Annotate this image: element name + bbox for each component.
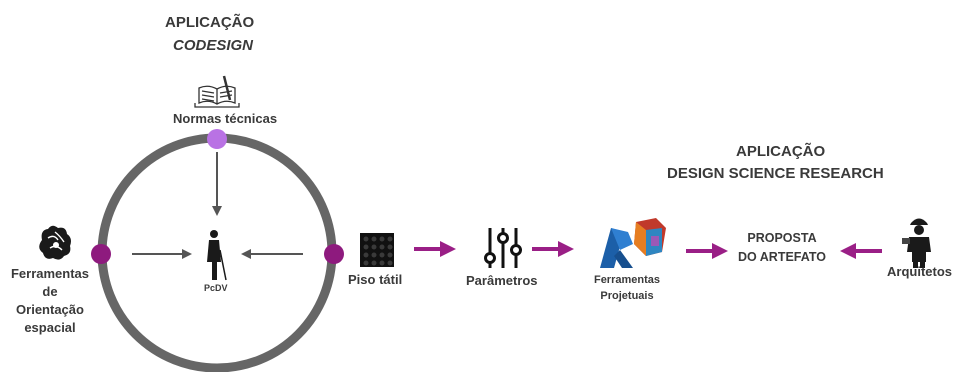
label-arquitetos: Arquitetos <box>887 264 952 279</box>
node-orientacao <box>91 244 111 264</box>
tactile-tile-icon <box>360 233 394 267</box>
label-proposta: PROPOSTA DO ARTEFATO <box>738 231 826 264</box>
label-normas: Normas técnicas <box>173 111 278 126</box>
worker-icon <box>902 218 931 268</box>
dsr-title-line1: APLICAÇÃO <box>736 143 826 160</box>
codesign-title-line1: APLICAÇÃO <box>165 14 255 31</box>
label-ferramentas-orientacao: Ferramentas de Orientação espacial <box>10 266 90 335</box>
codesign-title-line2: CODESIGN <box>173 37 254 54</box>
dsr-title-line2: DESIGN SCIENCE RESEARCH <box>667 165 884 182</box>
revit-logo-icon <box>600 228 633 268</box>
sliders-icon <box>484 228 522 268</box>
dynamo-logo-icon <box>634 218 666 256</box>
node-piso <box>324 244 344 264</box>
label-ferramentas-projetuais: Ferramentas Projetuais <box>593 274 661 302</box>
label-parametros: Parâmetros <box>466 273 538 288</box>
node-normas <box>207 129 227 149</box>
book-icon <box>194 75 240 108</box>
brain-icon <box>39 225 71 260</box>
label-piso: Piso tátil <box>348 272 403 287</box>
label-pcdv: PcDV <box>204 283 228 293</box>
blind-person-icon <box>207 230 227 281</box>
